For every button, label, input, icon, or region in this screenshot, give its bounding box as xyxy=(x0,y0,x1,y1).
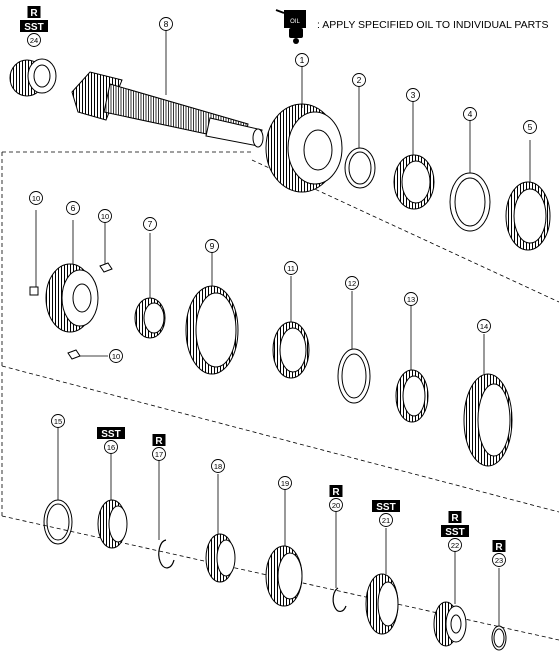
part-16-gear xyxy=(97,454,128,549)
callout-number: 10 xyxy=(112,352,120,361)
callout-number: 14 xyxy=(480,322,488,331)
callout-number: 22 xyxy=(451,541,459,550)
part-15-ring xyxy=(43,427,73,545)
callout-13: 13 xyxy=(404,292,418,306)
part-2-ring xyxy=(344,86,376,189)
part-14-gear xyxy=(463,334,513,467)
callout-number: 20 xyxy=(332,501,340,510)
callout-22: 22 xyxy=(448,538,462,552)
legend-text: : APPLY SPECIFIED OIL TO INDIVIDUAL PART… xyxy=(317,19,549,31)
callout-number: 7 xyxy=(148,219,153,229)
badge-text: R xyxy=(451,513,459,524)
replace-badge: R xyxy=(492,540,506,553)
oil-icon-label: OIL xyxy=(290,19,300,25)
part-7-needle-bearing xyxy=(134,233,166,339)
callout-number: 3 xyxy=(411,90,416,100)
part-19-gear xyxy=(265,489,303,607)
oil-can-icon: OIL xyxy=(275,9,306,44)
badge-text: R xyxy=(332,487,340,498)
part-11-synchro-ring xyxy=(272,276,310,379)
replace-badge: R xyxy=(329,485,343,498)
sst-badge: SST xyxy=(20,20,48,33)
part-23-ring xyxy=(491,568,507,651)
callout-number: 10 xyxy=(32,194,40,203)
callout-11: 11 xyxy=(284,261,298,275)
callout-number: 13 xyxy=(407,295,415,304)
callout-number: 6 xyxy=(71,203,76,213)
part-21-gear xyxy=(365,528,399,635)
callout-number: 23 xyxy=(495,556,503,565)
callout-number: 1 xyxy=(300,55,305,65)
callout-number: 9 xyxy=(210,241,215,251)
badge-text: R xyxy=(495,542,503,553)
callout-16: 16 xyxy=(104,440,118,454)
callout-21: 21 xyxy=(379,513,393,527)
callout-number: 12 xyxy=(348,279,356,288)
badge-text: R xyxy=(155,436,163,447)
callout-number: 11 xyxy=(287,264,295,273)
callout-7: 7 xyxy=(143,217,157,231)
callout-10: 10 xyxy=(98,209,112,223)
part-9-sleeve xyxy=(185,252,239,375)
callout-23: 23 xyxy=(492,553,506,567)
callout-3: 3 xyxy=(406,88,420,102)
part-3-synchro-ring xyxy=(393,101,435,210)
callout-2: 2 xyxy=(352,73,366,87)
callout-number: 18 xyxy=(214,462,222,471)
part-5-cone-ring xyxy=(505,140,551,251)
part-6-sync-hub xyxy=(45,220,99,333)
part-18-gear xyxy=(205,474,236,583)
callout-9: 9 xyxy=(205,239,219,253)
callout-number: 17 xyxy=(155,450,163,459)
sst-badge: SST xyxy=(372,500,400,513)
replace-badge: R xyxy=(152,434,166,447)
badge-text: R xyxy=(30,8,38,19)
callout-number: 24 xyxy=(30,36,38,45)
callout-19: 19 xyxy=(278,476,292,490)
callout-labels: 123456789101010111213141516SST17R181920R… xyxy=(20,6,537,567)
part-22-bearing xyxy=(433,552,467,647)
callout-6: 6 xyxy=(66,201,80,215)
badge-text: SST xyxy=(376,502,395,513)
badge-text: SST xyxy=(24,22,43,33)
callout-4: 4 xyxy=(463,107,477,121)
part-17-snap-ring xyxy=(158,461,175,569)
callout-10: 10 xyxy=(29,191,43,205)
callout-5: 5 xyxy=(523,120,537,134)
callout-8: 8 xyxy=(159,17,173,31)
callout-10: 10 xyxy=(109,349,123,363)
badge-text: SST xyxy=(101,429,120,440)
callout-1: 1 xyxy=(295,53,309,67)
part-8-main-shaft xyxy=(71,30,264,148)
callout-12: 12 xyxy=(345,276,359,290)
callout-number: 16 xyxy=(107,443,115,452)
replace-badge: R xyxy=(27,6,41,19)
callout-number: 4 xyxy=(468,109,473,119)
sst-badge: SST xyxy=(441,525,469,538)
callout-14: 14 xyxy=(477,319,491,333)
part-1-gear xyxy=(265,66,343,193)
part-12-ring xyxy=(337,291,371,404)
replace-badge: R xyxy=(448,511,462,524)
callout-18: 18 xyxy=(211,459,225,473)
callout-number: 2 xyxy=(357,75,362,85)
part-24-bearing xyxy=(9,58,57,97)
callout-20: 20 xyxy=(329,498,343,512)
sst-badge: SST xyxy=(97,427,125,440)
callout-number: 5 xyxy=(528,122,533,132)
callout-number: 21 xyxy=(382,516,390,525)
callout-17: 17 xyxy=(152,447,166,461)
part-10-keys xyxy=(29,210,113,360)
part-4-ring xyxy=(449,120,491,232)
callout-15: 15 xyxy=(51,414,65,428)
part-20-snap-ring xyxy=(332,512,347,613)
callout-24: 24 xyxy=(27,33,41,47)
part-13-synchro-ring xyxy=(395,306,429,423)
callout-number: 19 xyxy=(281,479,289,488)
callout-number: 8 xyxy=(164,19,169,29)
callout-number: 10 xyxy=(101,212,109,221)
badge-text: SST xyxy=(445,527,464,538)
callout-number: 15 xyxy=(54,417,62,426)
